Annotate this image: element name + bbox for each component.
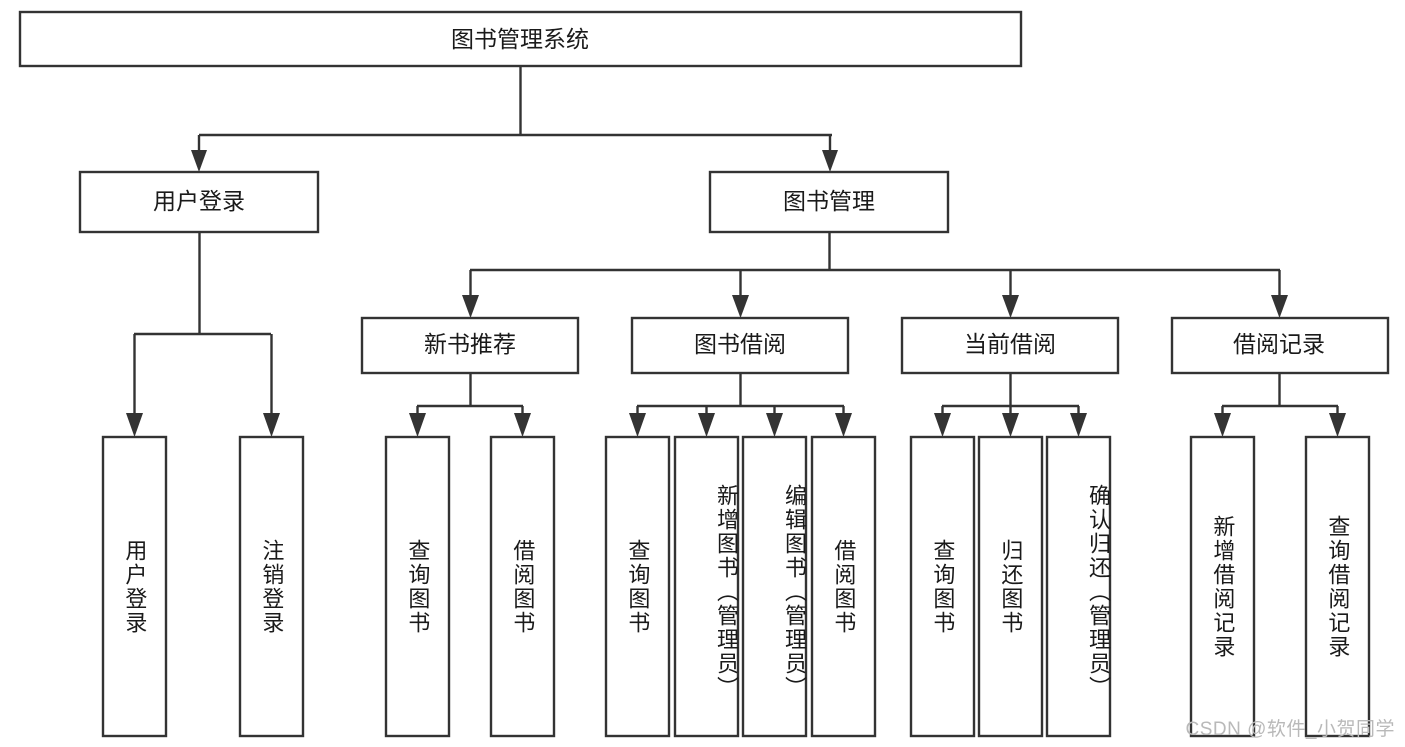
- leaf-box-current-borrow-1[interactable]: [977, 435, 1044, 738]
- leaf-label-current-borrow-1: 归还图书: [998, 538, 1024, 635]
- arrowhead-br-leaf-1: [1214, 413, 1231, 437]
- leaf-label-book-borrow-2: 编辑图书（管理员）: [782, 483, 807, 700]
- leaf-box-user-login-0[interactable]: [101, 435, 168, 738]
- leaf-label-user-login-1: 注销登录: [259, 538, 285, 635]
- node-label-current-borrow: 当前借阅: [964, 331, 1056, 357]
- leaf-label-borrow-record-1: 查询借阅记录: [1325, 514, 1351, 659]
- leaf-box-book-borrow-2[interactable]: [741, 435, 808, 738]
- node-label-book-manage: 图书管理: [783, 188, 875, 214]
- leaf-box-user-login-1[interactable]: [238, 435, 305, 738]
- node-label-borrow-record: 借阅记录: [1233, 331, 1325, 357]
- leaf-label-book-borrow-0: 查询图书: [625, 538, 651, 635]
- arrowhead-leaf-user-login: [126, 413, 143, 437]
- arrowhead-bb-leaf-4: [835, 413, 852, 437]
- arrowhead-br-leaf-2: [1329, 413, 1346, 437]
- arrowhead-current-borrow: [1002, 295, 1019, 318]
- leaf-label-book-borrow-3: 借阅图书: [831, 538, 857, 635]
- leaf-label-new-book-recommend-0: 查询图书: [405, 538, 431, 635]
- arrowhead-cb-leaf-2: [1002, 413, 1019, 437]
- connector-layer: [126, 66, 1346, 437]
- node-box-root[interactable]: [18, 10, 1023, 68]
- leaf-box-current-borrow-2[interactable]: [1045, 435, 1112, 738]
- arrowhead-nbr-leaf-1: [409, 413, 426, 437]
- csdn-watermark: CSDN @软件_小贺同学: [1185, 719, 1395, 740]
- node-box-layer: [18, 10, 1390, 738]
- leaf-label-borrow-record-0: 新增借阅记录: [1210, 514, 1236, 659]
- leaf-label-current-borrow-0: 查询图书: [930, 538, 956, 635]
- horizontal-label-layer: 图书管理系统 用户登录 图书管理 新书推荐 图书借阅 当前借阅 借阅记录: [153, 26, 1325, 357]
- leaf-label-current-borrow-2: 确认归还（管理员）: [1086, 483, 1111, 700]
- node-label-root: 图书管理系统: [451, 26, 589, 52]
- node-box-borrow-record[interactable]: [1170, 316, 1390, 375]
- arrowhead-bb-leaf-1: [629, 413, 646, 437]
- arrowhead-leaf-logout: [263, 413, 280, 437]
- node-label-book-borrow: 图书借阅: [694, 331, 786, 357]
- leaf-box-book-borrow-1[interactable]: [673, 435, 740, 738]
- arrowhead-cb-leaf-3: [1070, 413, 1087, 437]
- leaf-box-new-book-recommend-1[interactable]: [489, 435, 556, 738]
- leaf-label-user-login-0: 用户登录: [122, 538, 148, 635]
- arrowhead-user-login: [191, 150, 207, 172]
- node-box-new-book-recommend[interactable]: [360, 316, 580, 375]
- leaf-box-current-borrow-0[interactable]: [909, 435, 976, 738]
- leaf-box-new-book-recommend-0[interactable]: [384, 435, 451, 738]
- node-label-new-book-recommend: 新书推荐: [424, 331, 516, 357]
- arrowhead-new-book-recommend: [462, 295, 479, 318]
- node-box-user-login[interactable]: [78, 170, 320, 234]
- leaf-box-book-borrow-3[interactable]: [810, 435, 877, 738]
- arrowhead-book-borrow: [732, 295, 749, 318]
- arrowhead-cb-leaf-1: [934, 413, 951, 437]
- arrowhead-nbr-leaf-2: [514, 413, 531, 437]
- arrowhead-book-manage: [822, 150, 838, 172]
- leaf-box-borrow-record-0[interactable]: [1189, 435, 1256, 738]
- node-box-book-manage[interactable]: [708, 170, 950, 234]
- leaf-box-book-borrow-0[interactable]: [604, 435, 671, 738]
- arrowhead-borrow-record: [1271, 295, 1288, 318]
- arrowhead-bb-leaf-3: [766, 413, 783, 437]
- leaf-box-borrow-record-1[interactable]: [1304, 435, 1371, 738]
- arrowhead-bb-leaf-2: [698, 413, 715, 437]
- leaf-label-new-book-recommend-1: 借阅图书: [510, 538, 536, 635]
- node-box-book-borrow[interactable]: [630, 316, 850, 375]
- node-label-user-login: 用户登录: [153, 188, 245, 214]
- node-box-current-borrow[interactable]: [900, 316, 1120, 375]
- leaf-label-book-borrow-1: 新增图书（管理员）: [714, 483, 739, 700]
